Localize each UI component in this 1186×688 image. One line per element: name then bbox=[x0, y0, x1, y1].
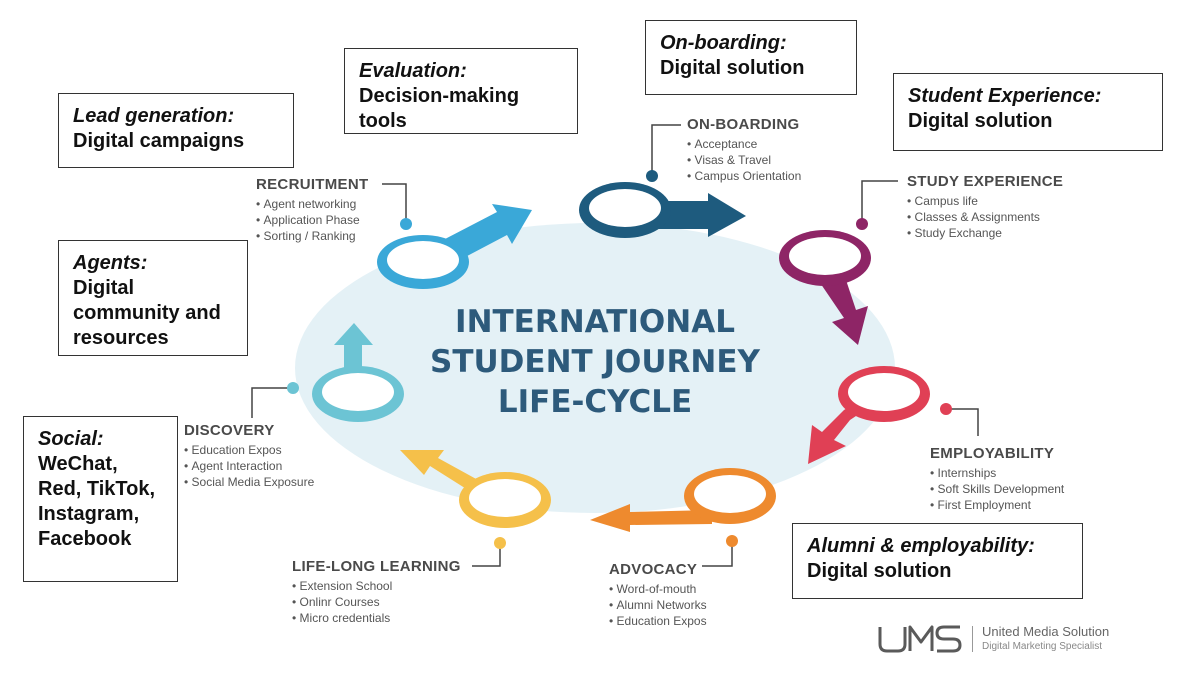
stage-item: Study Exchange bbox=[907, 225, 1063, 241]
student-experience-solution: Digital solution bbox=[908, 110, 1053, 132]
lifelong-learning-arrow bbox=[400, 450, 478, 490]
center-title-line-1: INTERNATIONAL bbox=[455, 304, 735, 340]
stage-employability: EMPLOYABILITY Internships Soft Skills De… bbox=[930, 445, 1064, 513]
social-box: Social: WeChat, Red, TikTok, Instagram, … bbox=[23, 416, 178, 582]
center-title: INTERNATIONAL STUDENT JOURNEY LIFE-CYCLE bbox=[380, 302, 810, 422]
lead-generation-box: Lead generation: Digital campaigns bbox=[58, 93, 294, 168]
stage-item: Visas & Travel bbox=[687, 152, 801, 168]
recruitment-connector bbox=[382, 183, 407, 224]
study-experience-arrow bbox=[810, 268, 868, 345]
stage-item: Campus life bbox=[907, 193, 1063, 209]
onboarding-box: On-boarding: Digital solution bbox=[645, 20, 857, 95]
agents-box: Agents: Digital community and resources bbox=[58, 240, 248, 356]
lead-generation-category: Lead generation: bbox=[73, 105, 235, 127]
stage-item: Sorting / Ranking bbox=[256, 228, 368, 244]
ums-logo-mark bbox=[878, 625, 962, 653]
advocacy-dot bbox=[726, 535, 738, 547]
stage-title: LIFE-LONG LEARNING bbox=[292, 558, 461, 575]
recruitment-dot bbox=[400, 218, 412, 230]
stage-title: EMPLOYABILITY bbox=[930, 445, 1055, 462]
onboarding-category: On-boarding: bbox=[660, 32, 787, 54]
stage-item: Extension School bbox=[292, 578, 461, 594]
onboarding-connector bbox=[651, 124, 681, 175]
agents-category: Agents: bbox=[73, 252, 148, 274]
stage-item: Agent Interaction bbox=[184, 458, 314, 474]
ums-logo: United Media Solution Digital Marketing … bbox=[876, 620, 1136, 660]
stage-item: Micro credentials bbox=[292, 610, 461, 626]
logo-separator bbox=[972, 626, 973, 652]
stage-discovery: DISCOVERY Education Expos Agent Interact… bbox=[184, 422, 314, 490]
employability-dot bbox=[940, 403, 952, 415]
stage-title: ON-BOARDING bbox=[687, 116, 800, 133]
advocacy-arrow bbox=[590, 504, 712, 532]
stage-lifelong-learning: LIFE-LONG LEARNING Extension School Onli… bbox=[292, 558, 461, 626]
stage-advocacy: ADVOCACY Word-of-mouth Alumni Networks E… bbox=[609, 561, 707, 629]
student-experience-category: Student Experience: bbox=[908, 85, 1102, 107]
onboarding-solution: Digital solution bbox=[660, 57, 805, 79]
stage-item: Application Phase bbox=[256, 212, 368, 228]
stage-item: Agent networking bbox=[256, 196, 368, 212]
evaluation-box: Evaluation: Decision-making tools bbox=[344, 48, 578, 134]
lifelong-learning-connector bbox=[472, 543, 501, 567]
stage-title: RECRUITMENT bbox=[256, 176, 369, 193]
alumni-category: Alumni & employability: bbox=[807, 535, 1035, 557]
study-experience-dot bbox=[856, 218, 868, 230]
lead-generation-solution: Digital campaigns bbox=[73, 130, 245, 152]
stage-item: Onlinr Courses bbox=[292, 594, 461, 610]
stage-item: Education Expos bbox=[184, 442, 314, 458]
stage-item: First Employment bbox=[930, 497, 1064, 513]
alumni-box: Alumni & employability: Digital solution bbox=[792, 523, 1083, 599]
logo-name: United Media Solution bbox=[982, 624, 1110, 639]
stage-onboarding: ON-BOARDING Acceptance Visas & Travel Ca… bbox=[687, 116, 801, 184]
agents-solution: Digital community and resources bbox=[73, 277, 221, 349]
stage-item: Alumni Networks bbox=[609, 597, 707, 613]
discovery-arrow bbox=[334, 323, 373, 380]
stage-item: Acceptance bbox=[687, 136, 801, 152]
stage-title: DISCOVERY bbox=[184, 422, 275, 439]
center-title-line-3: LIFE-CYCLE bbox=[497, 384, 693, 420]
student-experience-box: Student Experience: Digital solution bbox=[893, 73, 1163, 151]
stage-item: Word-of-mouth bbox=[609, 581, 707, 597]
discovery-connector bbox=[251, 387, 293, 418]
onboarding-dot bbox=[646, 170, 658, 182]
advocacy-connector bbox=[702, 541, 733, 567]
lifelong-learning-dot bbox=[494, 537, 506, 549]
social-category: Social: bbox=[38, 428, 104, 450]
employability-connector bbox=[946, 408, 979, 436]
stage-title: ADVOCACY bbox=[609, 561, 698, 578]
employability-arrow bbox=[808, 395, 880, 464]
alumni-solution: Digital solution bbox=[807, 560, 952, 582]
stage-item: Campus Orientation bbox=[687, 168, 802, 184]
stage-recruitment: RECRUITMENT Agent networking Application… bbox=[256, 176, 368, 244]
stage-item: Internships bbox=[930, 465, 1064, 481]
stage-title: STUDY EXPERIENCE bbox=[907, 173, 1064, 190]
discovery-dot bbox=[287, 382, 299, 394]
center-ellipse bbox=[295, 223, 895, 513]
evaluation-solution: Decision-making tools bbox=[359, 85, 520, 132]
stage-item: Social Media Exposure bbox=[184, 474, 315, 490]
stage-study-experience: STUDY EXPERIENCE Campus life Classes & A… bbox=[907, 173, 1063, 241]
stage-item: Classes & Assignments bbox=[907, 209, 1063, 225]
study-experience-connector bbox=[861, 180, 898, 222]
stage-item: Soft Skills Development bbox=[930, 481, 1065, 497]
stage-item: Education Expos bbox=[609, 613, 707, 629]
logo-tagline: Digital Marketing Specialist bbox=[982, 641, 1103, 652]
center-title-line-2: STUDENT JOURNEY bbox=[430, 344, 760, 380]
evaluation-category: Evaluation: bbox=[359, 60, 467, 82]
social-solution: WeChat, Red, TikTok, Instagram, Facebook bbox=[38, 453, 156, 550]
